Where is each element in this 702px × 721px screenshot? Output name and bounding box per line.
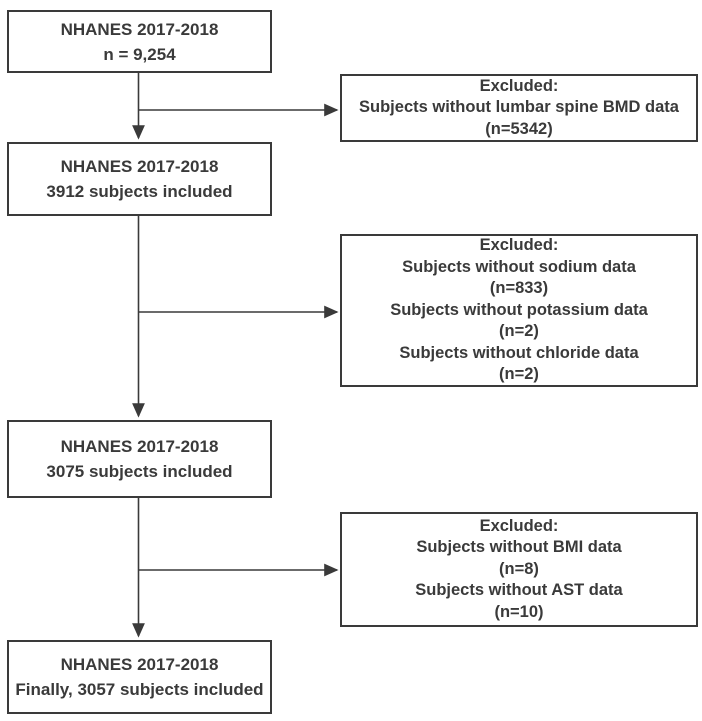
flow-box-count: 3912 subjects included xyxy=(46,182,233,201)
flow-box-line: NHANES 2017-2018 xyxy=(60,655,219,674)
flow-box-count: Finally, 3057 subjects included xyxy=(15,680,264,699)
flow-box-initial-sample: NHANES 2017-2018 n = 9,254 xyxy=(7,10,272,73)
flow-box-final-sample: NHANES 2017-2018 Finally, 3057 subjects … xyxy=(7,640,272,714)
exclusion-reason: Subjects without BMI data xyxy=(416,538,622,557)
flow-box-count: 3075 subjects included xyxy=(46,462,233,481)
exclusion-count: (n=2) xyxy=(499,322,539,341)
flow-box-after-electrolyte-exclusion: NHANES 2017-2018 3075 subjects included xyxy=(7,420,272,498)
exclusion-reason: Subjects without sodium data xyxy=(402,257,636,276)
flow-box-line: NHANES 2017-2018 xyxy=(60,19,219,39)
flow-box-line: NHANES 2017-2018 xyxy=(60,437,219,456)
exclusion-box-bmi-ast: Excluded: Subjects without BMI data (n=8… xyxy=(340,512,698,627)
flow-box-count: n = 9,254 xyxy=(103,44,176,64)
exclusion-reason: Subjects without chloride data xyxy=(399,343,639,362)
exclusion-count: (n=10) xyxy=(494,602,544,621)
exclusion-header: Excluded: xyxy=(479,516,559,535)
flow-box-after-bmd-exclusion: NHANES 2017-2018 3912 subjects included xyxy=(7,142,272,216)
exclusion-reason: Subjects without AST data xyxy=(415,581,623,600)
exclusion-box-electrolytes: Excluded: Subjects without sodium data (… xyxy=(340,234,698,387)
exclusion-reason: Subjects without potassium data xyxy=(390,300,648,319)
exclusion-reason: Subjects without lumbar spine BMD data xyxy=(359,98,679,117)
exclusion-count: (n=8) xyxy=(499,559,539,578)
exclusion-header: Excluded: xyxy=(479,76,559,95)
exclusion-count: (n=833) xyxy=(489,279,549,298)
exclusion-count: (n=2) xyxy=(499,365,539,384)
flow-box-line: NHANES 2017-2018 xyxy=(60,157,219,176)
exclusion-count: (n=5342) xyxy=(485,119,553,138)
exclusion-header: Excluded: xyxy=(479,236,559,255)
exclusion-box-bmd: Excluded: Subjects without lumbar spine … xyxy=(340,74,698,142)
